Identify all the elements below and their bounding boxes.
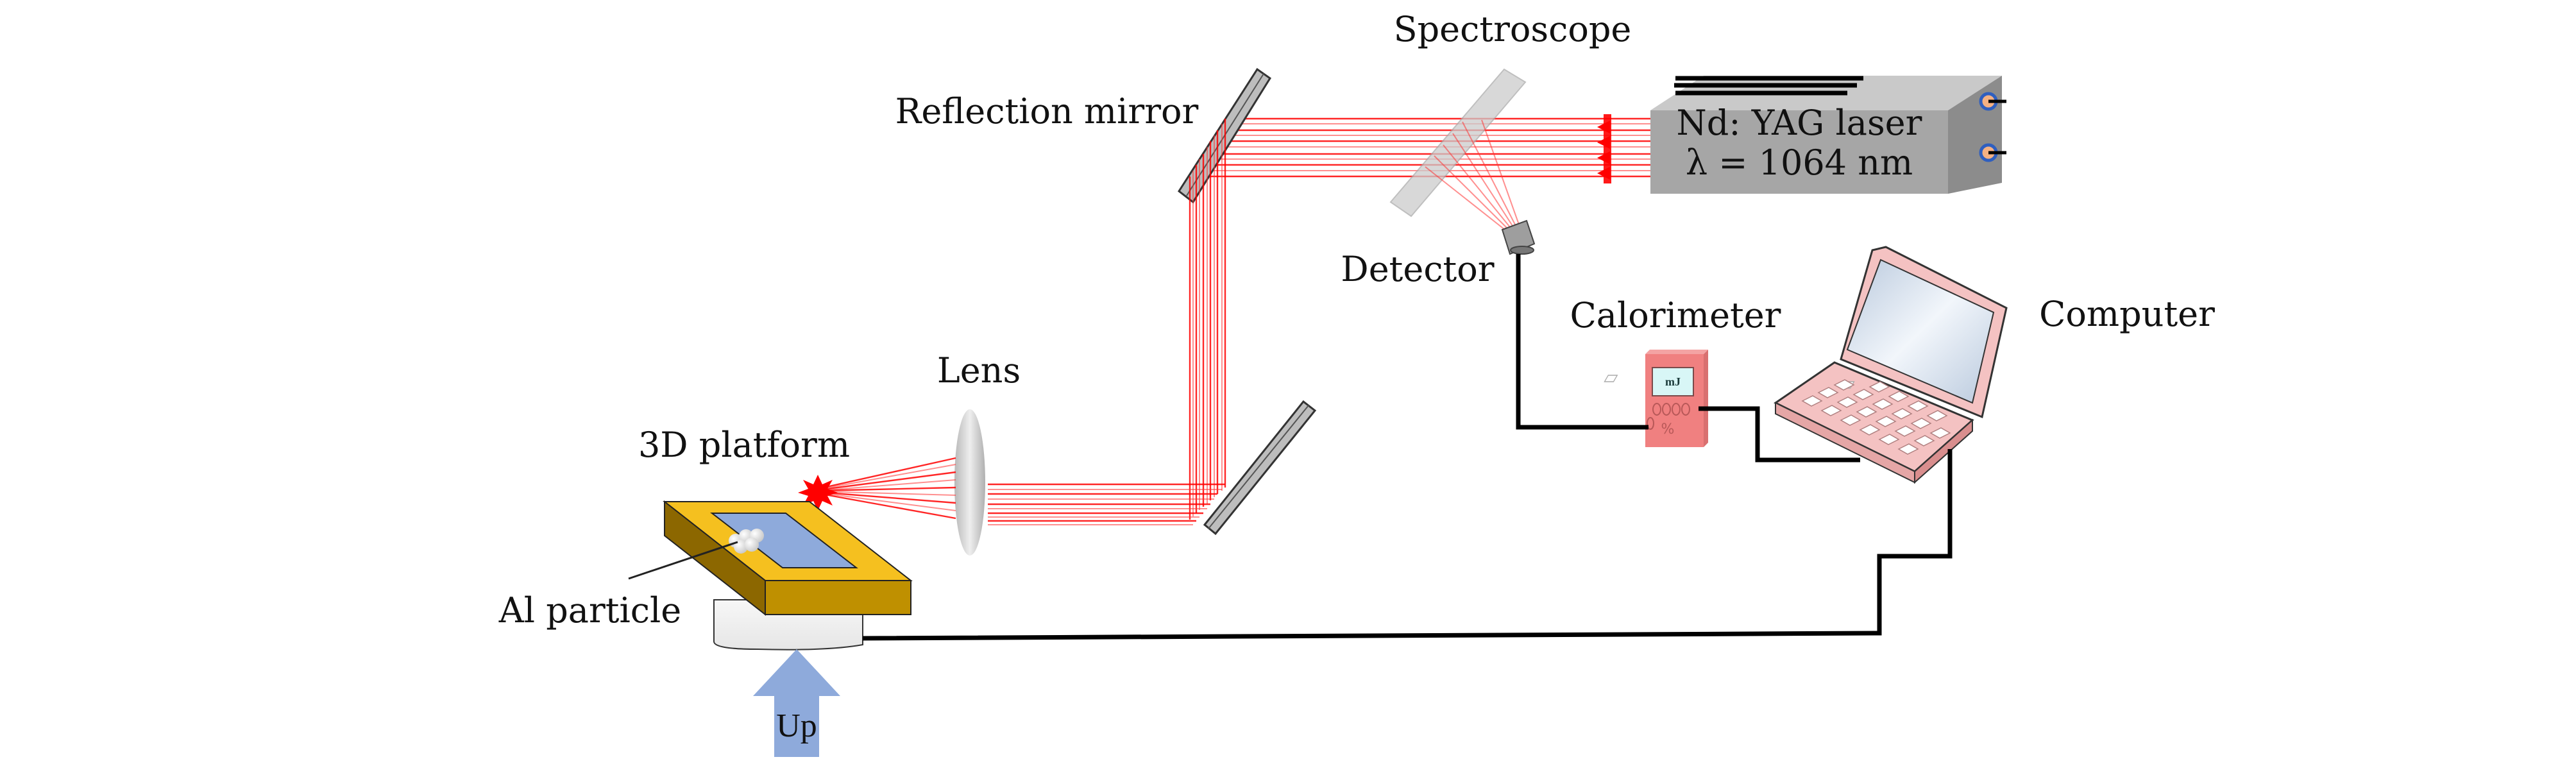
laser: Nd: YAG laser λ = 1064 nm xyxy=(1650,76,2006,194)
reflection-mirror-label: Reflection mirror xyxy=(895,91,1199,132)
al-particle-leader xyxy=(628,541,738,580)
wire-computer-platform xyxy=(862,449,1953,641)
lens-label: Lens xyxy=(937,350,1021,391)
laser-front-face xyxy=(1650,110,1948,194)
calorimeter-unit: mJ xyxy=(1665,375,1681,388)
spectroscope-label: Spectroscope xyxy=(1394,9,1632,49)
wire-detector-calorimeter xyxy=(1516,254,1648,430)
mirror-plate xyxy=(1203,400,1317,536)
lens: Lens xyxy=(937,350,1021,556)
laser-label-line1: Nd: YAG laser xyxy=(1677,103,1922,143)
beam-horizontal-top xyxy=(1190,114,1650,183)
sample-tray xyxy=(710,513,858,568)
beam-focused xyxy=(817,457,956,520)
wire-calorimeter-computer xyxy=(1699,406,1860,463)
calorimeter-label: Calorimeter xyxy=(1570,295,1781,336)
calorimeter-display xyxy=(1652,367,1694,396)
svg-text:%: % xyxy=(1661,421,1675,437)
platform-label: 3D platform xyxy=(638,425,850,465)
up-arrow: Up xyxy=(753,649,840,757)
laptop-screen xyxy=(1846,259,1995,404)
beam-vertical xyxy=(1189,119,1226,520)
detector-body xyxy=(1501,219,1536,255)
up-arrow-label: Up xyxy=(776,708,817,744)
reflection-mirror-bottom xyxy=(1203,400,1317,536)
al-particle-label: Al particle xyxy=(498,590,681,631)
detector: Detector xyxy=(1341,219,1536,289)
detector-label: Detector xyxy=(1341,249,1494,289)
wires xyxy=(862,254,1953,641)
lens-body xyxy=(954,409,985,556)
computer: Computer xyxy=(1604,246,2215,484)
spectroscope-plate xyxy=(1389,68,1527,217)
3d-platform: 3D platform Al particle xyxy=(498,425,913,650)
calorimeter: mJ % Calorimeter xyxy=(1570,295,1781,447)
computer-label: Computer xyxy=(2039,294,2215,334)
up-arrow-icon xyxy=(753,649,840,757)
platform-side-front xyxy=(765,580,911,615)
laser-label-line2: λ = 1064 nm xyxy=(1686,142,1913,183)
beam-to-lens xyxy=(988,483,1225,525)
spectroscope: Spectroscope xyxy=(1389,9,1632,230)
